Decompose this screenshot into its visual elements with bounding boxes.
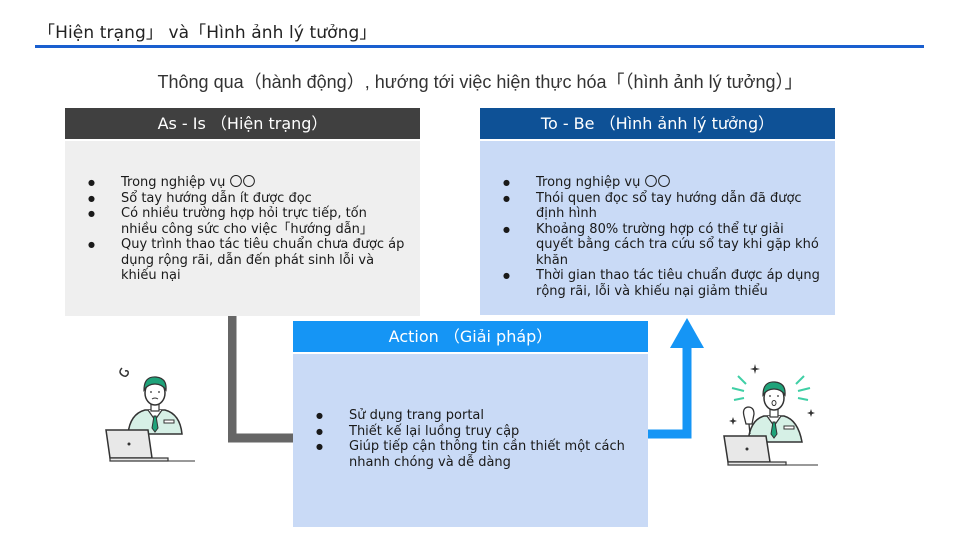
list-item: Trong nghiệp vụ 〇〇 bbox=[494, 175, 821, 191]
to-be-header: To - Be （Hình ảnh lý tưởng） bbox=[480, 108, 835, 139]
slide-title: 「Hiện trạng」 và「Hình ảnh lý tưởng」 bbox=[38, 23, 377, 43]
list-item: Thói quen đọc sổ tay hướng dẫn đã được đ… bbox=[494, 191, 821, 222]
action-list: Sử dụng trang portal Thiết kế lại luồng … bbox=[307, 408, 634, 470]
to-be-list: Trong nghiệp vụ 〇〇 Thói quen đọc sổ tay … bbox=[494, 175, 821, 299]
list-item: Thời gian thao tác tiêu chuẩn được áp dụ… bbox=[494, 268, 821, 299]
as-is-to-action-connector bbox=[228, 316, 294, 443]
list-item: Khoảng 80% trường hợp có thể tự giải quy… bbox=[494, 222, 821, 269]
as-is-list: Trong nghiệp vụ 〇〇 Sổ tay hướng dẫn ít đ… bbox=[79, 175, 406, 284]
list-item: Sổ tay hướng dẫn ít được đọc bbox=[79, 191, 406, 207]
list-item: Trong nghiệp vụ 〇〇 bbox=[79, 175, 406, 191]
slide-subtitle: Thông qua（hành động）, hướng tới việc hiệ… bbox=[157, 72, 803, 92]
to-be-body: Trong nghiệp vụ 〇〇 Thói quen đọc sổ tay … bbox=[480, 141, 835, 315]
list-item: Thiết kế lại luồng truy cập bbox=[307, 424, 634, 440]
as-is-panel: As - Is （Hiện trạng） Trong nghiệp vụ 〇〇 … bbox=[65, 108, 420, 316]
action-body: Sử dụng trang portal Thiết kế lại luồng … bbox=[293, 354, 648, 527]
to-be-panel: To - Be （Hình ảnh lý tưởng） Trong nghiệp… bbox=[480, 108, 835, 315]
title-divider bbox=[35, 45, 924, 48]
happy-office-worker-icon bbox=[723, 364, 818, 466]
as-is-body: Trong nghiệp vụ 〇〇 Sổ tay hướng dẫn ít đ… bbox=[65, 141, 420, 316]
action-panel: Action （Giải pháp） Sử dụng trang portal … bbox=[293, 321, 648, 527]
list-item: Quy trình thao tác tiêu chuẩn chưa được … bbox=[79, 237, 406, 284]
worried-office-worker-icon bbox=[105, 367, 195, 462]
action-to-to-be-arrow bbox=[646, 318, 704, 439]
action-header: Action （Giải pháp） bbox=[293, 321, 648, 352]
as-is-header: As - Is （Hiện trạng） bbox=[65, 108, 420, 139]
list-item: Giúp tiếp cận thông tin cần thiết một cá… bbox=[307, 439, 634, 470]
list-item: Có nhiều trường hợp hỏi trực tiếp, tốn n… bbox=[79, 206, 406, 237]
list-item: Sử dụng trang portal bbox=[307, 408, 634, 424]
